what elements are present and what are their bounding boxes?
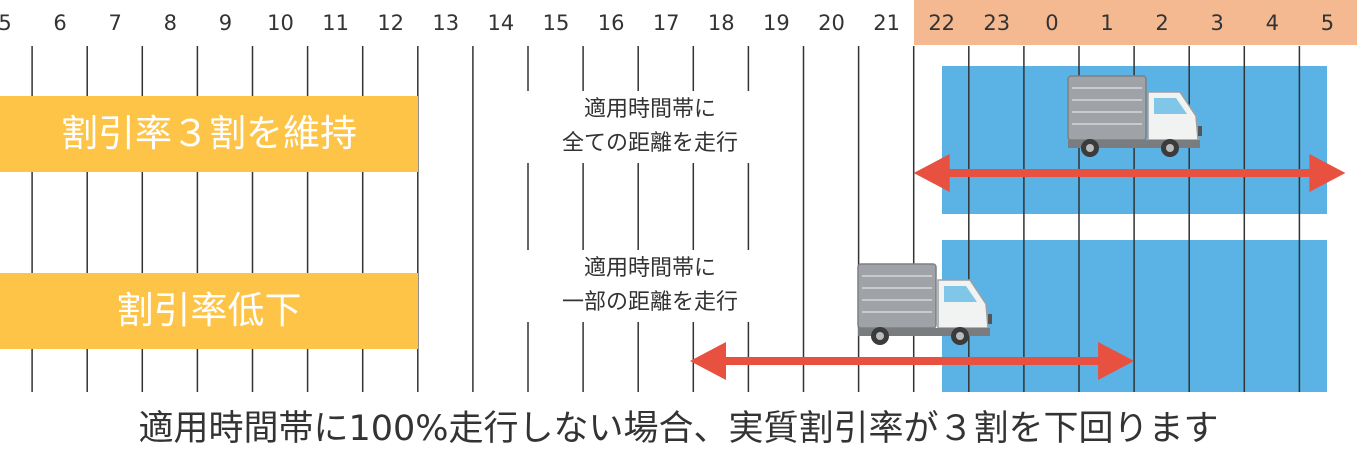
hour-label: 16 <box>597 11 625 35</box>
hour-label: 17 <box>652 11 680 35</box>
hour-label: 23 <box>983 11 1011 35</box>
hour-label: 3 <box>1210 11 1224 35</box>
discount-hours-header <box>914 0 1357 45</box>
hour-label: 21 <box>873 11 900 35</box>
hour-label: 14 <box>487 11 515 35</box>
hour-label: 4 <box>1265 11 1279 35</box>
label-discount-maintained: 割引率３割を維持 <box>0 96 418 172</box>
hour-label: 11 <box>322 11 349 35</box>
hour-label: 5 <box>1320 11 1335 35</box>
hour-label: 12 <box>377 11 405 35</box>
note-line: 適用時間帯に <box>583 256 716 281</box>
hour-label: 7 <box>108 11 122 35</box>
hour-label: 10 <box>267 11 294 35</box>
hour-label: 22 <box>928 11 956 35</box>
travel-arrows <box>690 154 1346 380</box>
label-discount-reduced: 割引率低下 <box>0 273 418 349</box>
note-line: 一部の距離を走行 <box>561 290 738 315</box>
truck-icon <box>1067 75 1202 157</box>
hour-label: 5 <box>0 11 12 35</box>
hour-label: 1 <box>1100 11 1114 35</box>
hour-label: 0 <box>1045 11 1059 35</box>
hour-label: 2 <box>1155 11 1169 35</box>
hour-label: 9 <box>218 11 233 35</box>
hour-label: 18 <box>707 11 735 35</box>
caption: 適用時間帯に100%走行しない場合、実質割引率が３割を下回ります <box>138 409 1219 449</box>
note-line: 適用時間帯に <box>583 97 716 122</box>
hour-label: 8 <box>163 11 177 35</box>
note-line: 全ての距離を走行 <box>561 131 738 156</box>
double-arrow-icon <box>913 154 1346 192</box>
double-arrow-icon <box>690 342 1135 380</box>
hour-label: 19 <box>763 11 790 35</box>
truck-icon <box>857 263 992 345</box>
note-partial-distance: 適用時間帯に 一部の距離を走行 <box>512 250 788 322</box>
hour-label: 20 <box>818 11 845 35</box>
note-full-distance: 適用時間帯に 全ての距離を走行 <box>512 91 788 163</box>
hour-label: 6 <box>53 11 67 35</box>
trucks <box>857 75 1202 345</box>
hour-label: 15 <box>542 11 570 35</box>
hour-label: 13 <box>432 11 460 35</box>
